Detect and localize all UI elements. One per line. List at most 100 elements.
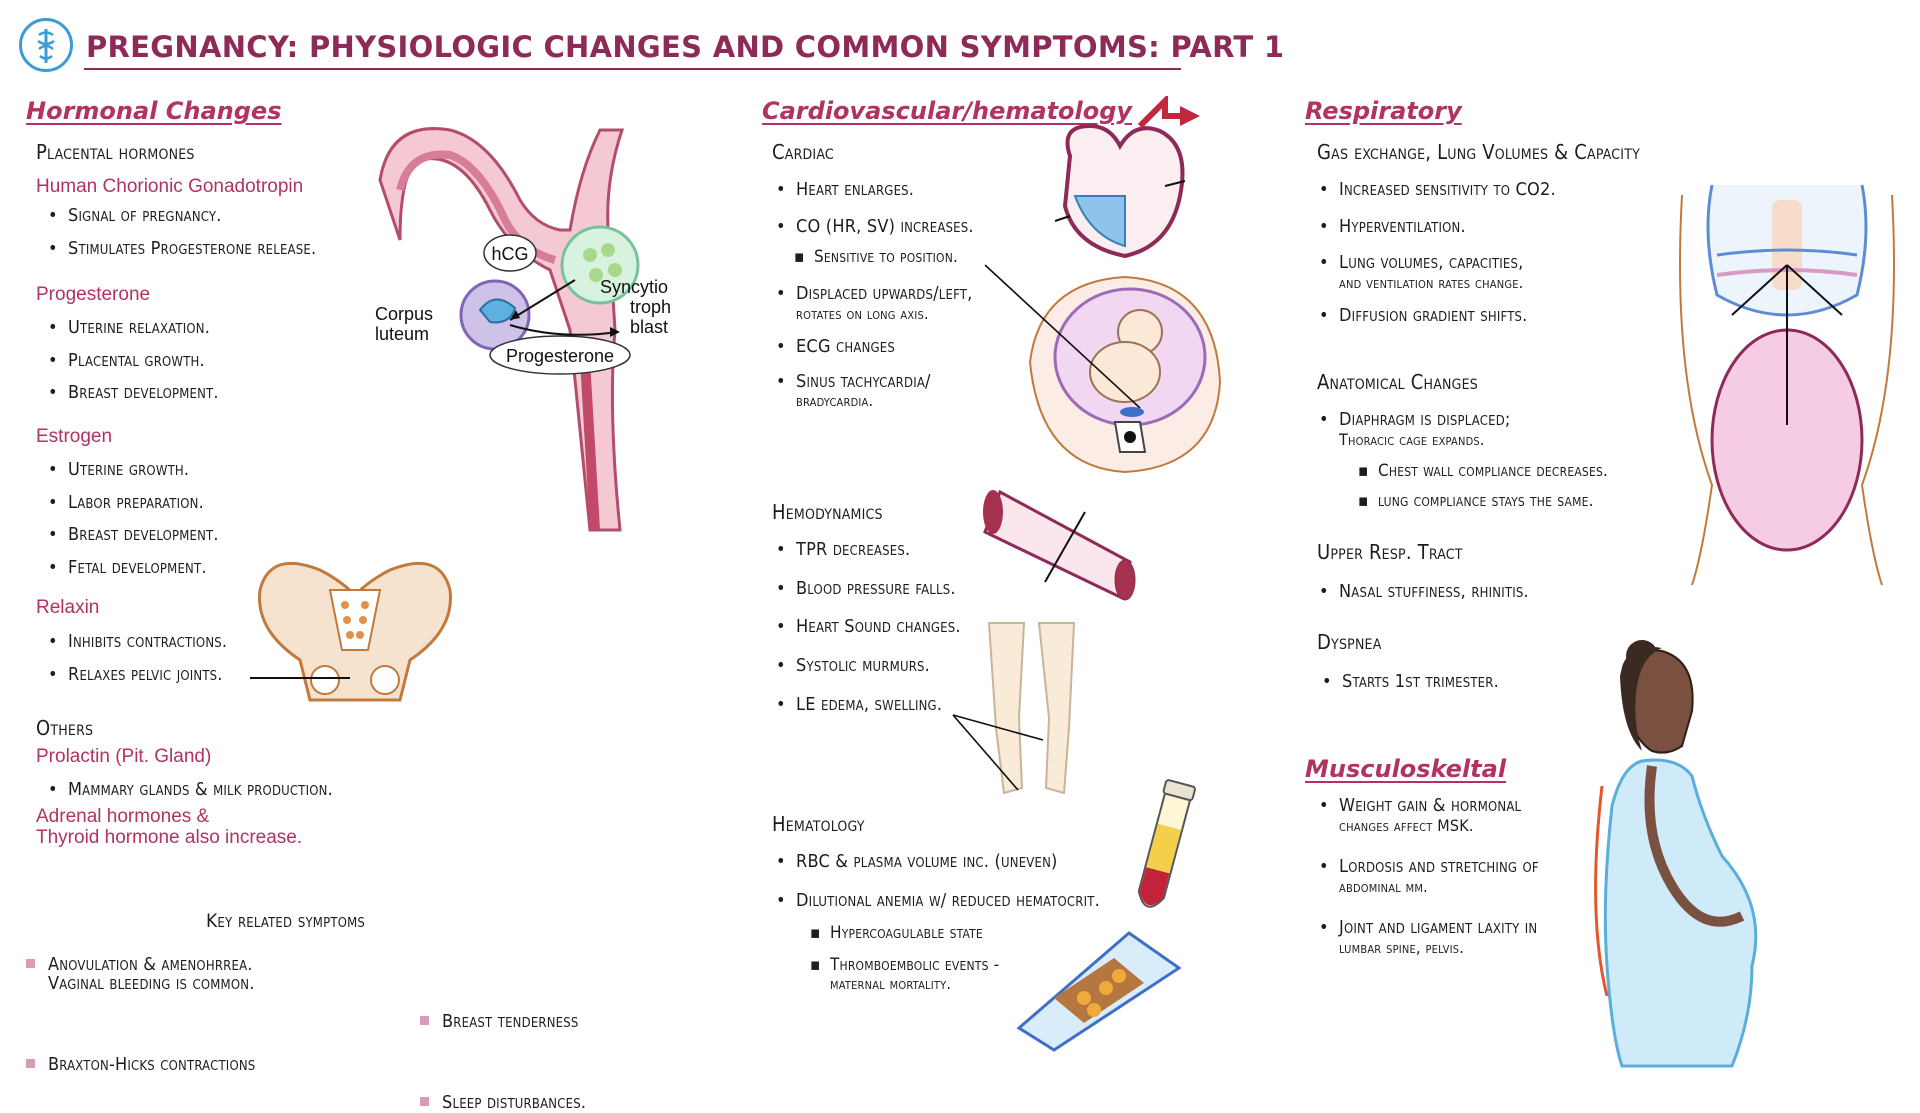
list-line: maternal mortality. bbox=[830, 974, 952, 994]
list-item: CO (HR, SV) increases. bbox=[774, 216, 974, 238]
syncytiotrophoblast-icon bbox=[560, 225, 640, 305]
respiratory-heading: Respiratory bbox=[1305, 97, 1462, 125]
anatomical-list: Diaphragm is displaced; Thoracic cage ex… bbox=[1317, 409, 1511, 449]
dyspnea-heading: Dyspnea bbox=[1317, 630, 1382, 654]
list-line: Lordosis and stretching of bbox=[1339, 856, 1539, 878]
hematology-list: RBC & plasma volume inc. (uneven) Diluti… bbox=[774, 851, 1100, 912]
list-item: Hyperventilation. bbox=[1317, 216, 1556, 238]
relaxin-name: Relaxin bbox=[36, 597, 100, 618]
list-item: Inhibits contractions. bbox=[46, 631, 227, 653]
legs-illustration bbox=[987, 622, 1076, 795]
cardiac-list: Heart enlarges. CO (HR, SV) increases. bbox=[774, 179, 974, 238]
cardiac-sublist: Sensitive to position. bbox=[792, 247, 958, 268]
list-line: abdominal mm. bbox=[1339, 876, 1428, 896]
bullet-square-icon bbox=[26, 1058, 35, 1068]
list-line: ECG changes bbox=[796, 336, 896, 358]
msk-list: Weight gain & hormonal changes affect MS… bbox=[1317, 795, 1539, 957]
list-line: Thoracic cage expands. bbox=[1339, 429, 1485, 449]
list-line: Displaced upwards/left, bbox=[796, 283, 973, 304]
list-item: LE edema, swelling. bbox=[774, 694, 961, 716]
list-item: Stimulates Progesterone release. bbox=[46, 238, 316, 260]
others-heading: Others bbox=[36, 716, 94, 740]
placental-heading: Placental hormones bbox=[36, 140, 195, 164]
list-item: Signal of pregnancy. bbox=[46, 205, 316, 227]
key-symptom-item: Sleep disturbances. bbox=[420, 1091, 1920, 1113]
key-symptom-line: Sleep disturbances. bbox=[442, 1091, 587, 1113]
list-line: Diaphragm is displaced; bbox=[1339, 409, 1511, 430]
list-item: Relaxes pelvic joints. bbox=[46, 664, 227, 686]
list-item: Joint and ligament laxity in lumbar spin… bbox=[1317, 917, 1539, 957]
list-line: changes affect MSK. bbox=[1339, 815, 1474, 835]
corpus-label: Corpus bbox=[375, 304, 433, 324]
syncytio-label: blast bbox=[630, 317, 668, 337]
hormonal-heading: Hormonal Changes bbox=[26, 97, 282, 125]
list-item: Diffusion gradient shifts. bbox=[1317, 306, 1556, 327]
list-item: Lung volumes, capacities, and ventilatio… bbox=[1317, 253, 1556, 292]
bullet-square-icon bbox=[420, 1096, 429, 1106]
list-line: bradycardia. bbox=[796, 391, 874, 411]
list-item: Nasal stuffiness, rhinitis. bbox=[1317, 581, 1529, 603]
list-item: Systolic murmurs. bbox=[774, 655, 961, 677]
list-item: Increased sensitivity to CO2. bbox=[1317, 179, 1556, 201]
list-item: Dilutional anemia w/ reduced hematocrit. bbox=[774, 890, 1100, 912]
list-item: RBC & plasma volume inc. (uneven) bbox=[774, 851, 1100, 873]
list-item: ECG changes bbox=[774, 336, 972, 358]
list-item: Thromboembolic events - maternal mortali… bbox=[808, 955, 999, 994]
list-item: Heart enlarges. bbox=[774, 179, 974, 201]
gas-heading: Gas exchange, Lung Volumes & Capacity bbox=[1317, 140, 1640, 164]
pregnant-woman-illustration bbox=[1594, 640, 1758, 1068]
prolactin-list: Mammary glands & milk production. bbox=[46, 779, 333, 801]
key-symptom-line: Braxton-Hicks contractions bbox=[48, 1053, 256, 1075]
list-line: Weight gain & hormonal bbox=[1339, 795, 1522, 816]
key-symptom-item: Anovulation & amenohrrea. Vaginal bleedi… bbox=[26, 954, 1920, 994]
list-item: Heart Sound changes. bbox=[774, 617, 961, 638]
key-symptom-item: Braxton-Hicks contractions bbox=[26, 1053, 1920, 1075]
key-symptom-line: Breast tenderness bbox=[442, 1010, 579, 1032]
cardiac-list-2: Displaced upwards/left, rotates on long … bbox=[774, 283, 973, 411]
progesterone-label: Progesterone bbox=[506, 346, 614, 366]
anatomical-heading: Anatomical Changes bbox=[1317, 370, 1478, 394]
cardio-heading: Cardiovascular/hematology bbox=[762, 97, 1133, 125]
hemodynamics-heading: Hemodynamics bbox=[772, 500, 883, 524]
list-item: TPR decreases. bbox=[774, 539, 961, 561]
upper-resp-heading: Upper Resp. Tract bbox=[1317, 540, 1463, 564]
cardiac-heading: Cardiac bbox=[772, 140, 834, 164]
list-item: Chest wall compliance decreases. bbox=[1356, 461, 1608, 482]
progesterone-list: Uterine relaxation. Placental growth. Br… bbox=[46, 317, 219, 404]
pointer-line bbox=[984, 264, 1141, 409]
list-item: Displaced upwards/left, rotates on long … bbox=[774, 283, 973, 323]
list-item: lung compliance stays the same. bbox=[1356, 491, 1608, 512]
list-line: Joint and ligament laxity in bbox=[1339, 917, 1538, 939]
vessel-illustration bbox=[983, 489, 1136, 601]
list-item: Uterine growth. bbox=[46, 459, 219, 481]
hcg-label: hCG bbox=[491, 244, 528, 264]
list-item: Lordosis and stretching of abdominal mm. bbox=[1317, 856, 1539, 896]
bullet-square-icon bbox=[420, 1015, 429, 1025]
list-line: Lung volumes, capacities, bbox=[1339, 252, 1524, 274]
list-item: Fetal development. bbox=[46, 557, 219, 579]
hematology-heading: Hematology bbox=[772, 812, 865, 836]
page-title: PREGNANCY: PHYSIOLOGIC CHANGES AND COMMO… bbox=[86, 30, 1285, 64]
key-symptoms-heading: Key related symptoms bbox=[206, 910, 366, 932]
adrenal-note-line: Thyroid hormone also increase. bbox=[36, 827, 303, 849]
test-tube-illustration bbox=[1137, 779, 1196, 908]
upper-resp-list: Nasal stuffiness, rhinitis. bbox=[1317, 581, 1529, 603]
list-line: Sinus tachycardia/ bbox=[796, 370, 931, 392]
heart-illustration bbox=[1054, 96, 1200, 259]
uterus-hormone-diagram: hCG Progesterone Corpus luteum Syncytio … bbox=[375, 127, 670, 532]
list-item: Placental growth. bbox=[46, 350, 219, 372]
list-item: Mammary glands & milk production. bbox=[46, 779, 333, 801]
hematology-sublist: Hypercoagulable state Thromboembolic eve… bbox=[808, 923, 999, 994]
list-line: and ventilation rates change. bbox=[1339, 273, 1524, 293]
pointer-line bbox=[952, 714, 1044, 791]
list-item: Weight gain & hormonal changes affect MS… bbox=[1317, 795, 1539, 835]
estrogen-list: Uterine growth. Labor preparation. Breas… bbox=[46, 459, 219, 579]
dyspnea-list: Starts 1st trimester. bbox=[1320, 671, 1499, 693]
list-item: Diaphragm is displaced; Thoracic cage ex… bbox=[1317, 409, 1511, 449]
syncytio-label: tropho bbox=[630, 297, 670, 317]
estrogen-name: Estrogen bbox=[36, 426, 113, 447]
key-symptom-line: Anovulation & amenohrrea. bbox=[48, 954, 253, 975]
list-item: Blood pressure falls. bbox=[774, 578, 961, 600]
pelvis-illustration bbox=[250, 561, 452, 702]
adrenal-note-line: Adrenal hormones & bbox=[36, 806, 210, 827]
